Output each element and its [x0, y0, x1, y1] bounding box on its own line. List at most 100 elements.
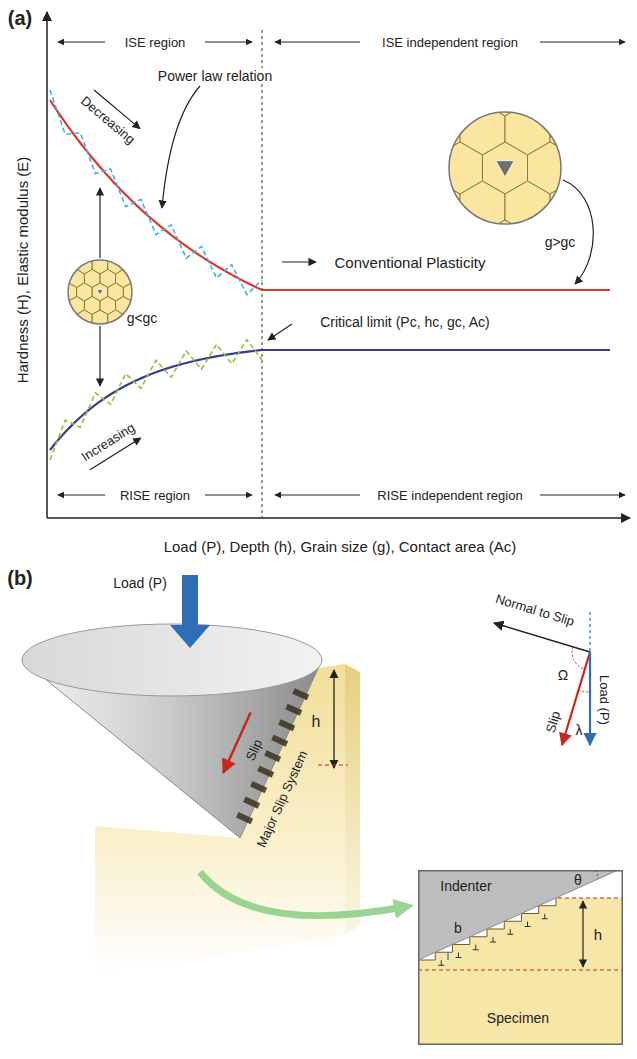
grain-cell	[92, 310, 108, 328]
depth-line	[318, 764, 348, 765]
grain-cell	[30, 256, 46, 274]
grain-cell	[30, 310, 46, 328]
grain-cell	[123, 256, 139, 274]
grain-cell	[370, 181, 415, 233]
grain-cell	[53, 243, 69, 261]
inset-ground	[418, 870, 623, 1045]
grain-outline	[449, 112, 561, 224]
grain-cell	[123, 229, 139, 247]
grain-outline	[68, 260, 132, 324]
grain-cell	[61, 310, 77, 328]
trend-label: Increasing	[79, 421, 137, 464]
grain-cell	[45, 283, 61, 301]
part-label: Indenter	[440, 879, 491, 893]
grain-cell	[53, 297, 69, 315]
limit-label: Critical limit (Pc, hc, gc, Ac)	[320, 315, 490, 329]
depth-label: h	[312, 714, 321, 730]
grain-cell	[45, 310, 61, 328]
force-label: Load (P)	[598, 675, 611, 725]
panel-label: (a)	[8, 8, 32, 28]
grain-cell	[108, 337, 124, 355]
grain-cell	[131, 270, 147, 288]
zoom-arrow	[200, 872, 404, 916]
region-arrow	[540, 495, 625, 496]
slip-step	[278, 719, 295, 731]
grain-cell	[550, 259, 595, 311]
grain-cell	[139, 256, 155, 274]
grain-cell	[155, 256, 171, 274]
inset-indenter	[418, 870, 618, 960]
grain-cell	[38, 243, 54, 261]
load-arrow	[589, 652, 591, 745]
grain-cell	[595, 259, 637, 311]
vector-label: Normal to Slip	[494, 592, 576, 628]
y-axis	[46, 12, 48, 518]
burgers-mark	[447, 952, 448, 960]
grain-cell	[595, 103, 637, 155]
modulus-curve	[50, 350, 610, 450]
grain-cell	[30, 283, 46, 301]
vector-label: Slip	[544, 710, 563, 735]
leader-arrow	[268, 324, 292, 340]
grain-cell	[347, 142, 392, 194]
modulus-data	[50, 340, 262, 460]
depth-label: h	[594, 927, 602, 942]
grain-cell	[45, 256, 61, 274]
grain-cell	[108, 229, 124, 247]
grain-cell	[77, 229, 93, 247]
angle-label: λ	[576, 723, 583, 737]
depth-arrow	[333, 670, 334, 768]
grain-cell	[460, 25, 505, 77]
leader-arrow	[99, 188, 100, 258]
dislocation-symbol	[525, 922, 531, 927]
grain-cell	[100, 243, 116, 261]
grain-cell	[53, 270, 69, 288]
grain-cell	[147, 243, 163, 261]
slip-arrow	[562, 652, 590, 745]
dislocation-symbol	[490, 937, 496, 942]
dislocation-symbol	[473, 945, 479, 950]
region-arrow	[58, 495, 105, 496]
grain-grid	[30, 229, 178, 355]
inset-box: IndenterθbhSpecimen	[418, 870, 623, 1045]
grain-cell	[347, 64, 392, 116]
grain-cell	[505, 25, 550, 77]
grain-cell	[84, 324, 100, 342]
grain-cell	[123, 337, 139, 355]
axis-label: Load (P), Depth (h), Grain size (g), Con…	[164, 539, 517, 554]
grain-cell	[392, 64, 437, 116]
load-axis	[589, 612, 590, 652]
grain-cell	[38, 297, 54, 315]
grain-label: g<gc	[127, 311, 158, 325]
grain-cell	[69, 243, 85, 261]
grain-cell	[415, 25, 460, 77]
leader-arrow	[563, 180, 593, 284]
grain-cell	[45, 337, 61, 355]
cone-top	[22, 624, 322, 696]
depth-arrow	[582, 901, 583, 967]
grain-cell	[53, 324, 69, 342]
grain-cell	[116, 243, 132, 261]
grain-cell	[131, 324, 147, 342]
indent-mark	[97, 289, 103, 295]
grain-cell	[618, 220, 637, 272]
x-axis	[47, 517, 630, 519]
normal-arrow	[494, 623, 590, 652]
hardness-data	[50, 90, 262, 295]
inset-border	[419, 871, 623, 1045]
region-arrow	[275, 495, 360, 496]
region-arrow	[275, 42, 360, 43]
dislocation-symbol	[438, 960, 444, 965]
angle-arc	[572, 647, 585, 669]
load-arrow	[170, 575, 210, 648]
grain-cell	[528, 64, 573, 116]
grain-cell	[505, 259, 550, 311]
grain-cell	[131, 243, 147, 261]
region-arrow	[205, 42, 252, 43]
specimen-side	[345, 664, 360, 935]
slip-step	[250, 781, 267, 793]
grain-cell	[162, 243, 178, 261]
grain-cell	[595, 25, 637, 77]
slip-step	[285, 704, 302, 716]
grain-cell	[77, 310, 93, 328]
